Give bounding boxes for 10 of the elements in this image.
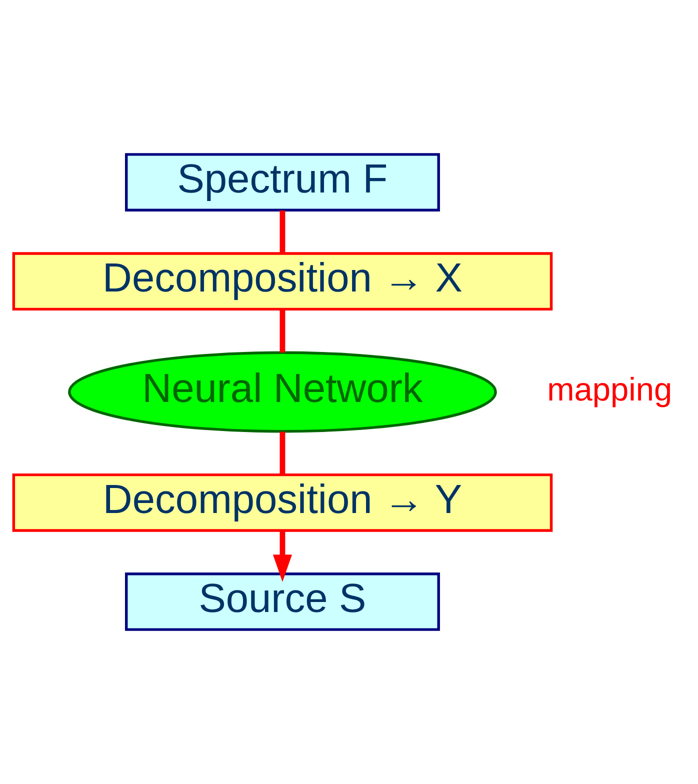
arrow [272,530,292,582]
node-box: Source S [125,572,440,631]
node-box: Decomposition → Y [12,473,553,532]
node-box: Decomposition → X [12,252,553,311]
connector [280,432,286,474]
node-box: Spectrum F [125,153,440,212]
connector [280,210,286,254]
connector [280,309,286,352]
node-ellipse: Neural Network [68,351,497,433]
label: mapping [547,371,672,408]
